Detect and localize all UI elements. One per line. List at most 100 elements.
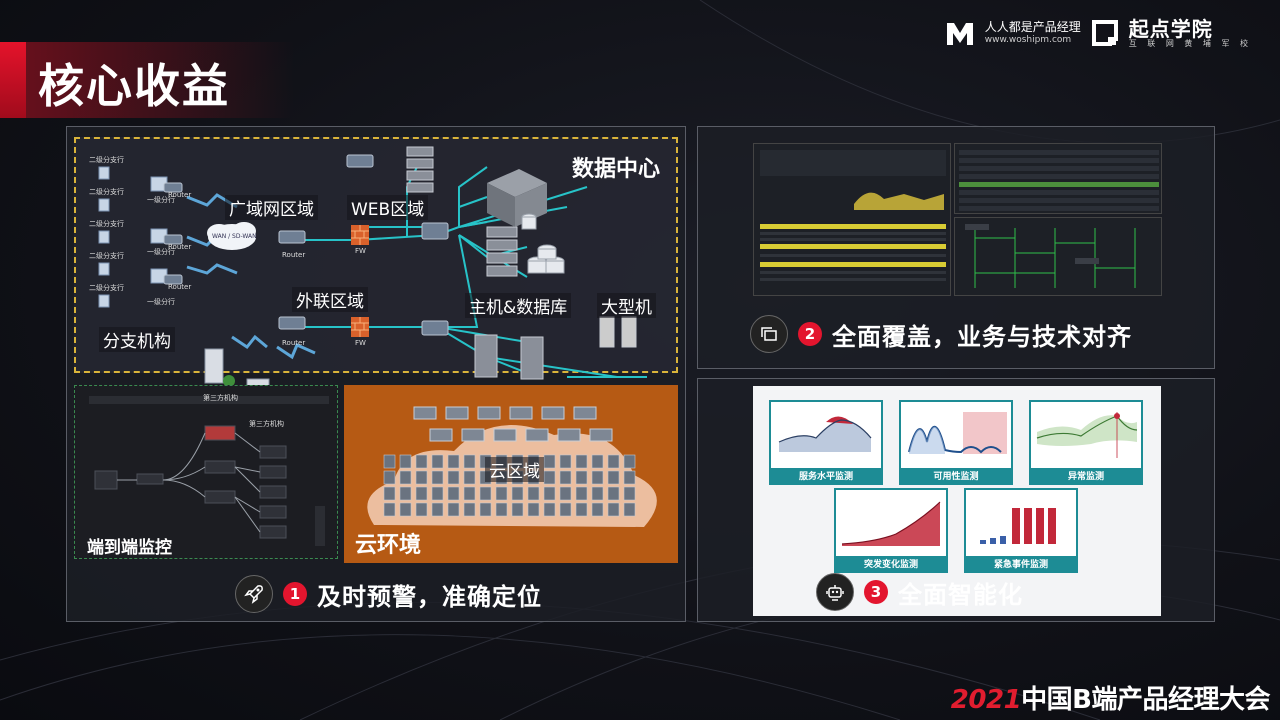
qidian-name: 起点学院: [1128, 17, 1213, 41]
branch-l1-label-3: 一级分行: [147, 298, 175, 306]
robot-icon: [816, 573, 854, 611]
chart-label-availability: 可用性监测: [899, 470, 1013, 485]
branch-l2-label-4: 二级分支行: [89, 252, 124, 260]
sudden-change-chart: [834, 488, 948, 558]
rack-server: [415, 470, 428, 485]
rack-server: [399, 454, 412, 469]
panel-topology: 数据中心 广域网区域 WEB区域 外联区域 主机&数据库 大型机 分支机构 Ro…: [66, 126, 686, 622]
rack-server: [511, 486, 524, 501]
host-db-label: 主机&数据库: [465, 293, 572, 318]
rack-server: [399, 486, 412, 501]
page-title: 核心收益: [38, 59, 230, 113]
woshipm-logo-icon: [946, 23, 973, 46]
rack-server: [495, 486, 508, 501]
rack-server: [591, 486, 604, 501]
rack-server: [575, 486, 588, 501]
rack-server: [431, 470, 444, 485]
rack-server: [495, 502, 508, 517]
rack-server: [479, 486, 492, 501]
rack-server: [591, 470, 604, 485]
caption-1-text: 及时预警，准确定位: [317, 582, 542, 611]
third-party-label: 第三方机构: [203, 394, 238, 402]
rack-server: [559, 502, 572, 517]
mainframe-label: 大型机: [597, 293, 656, 318]
rack-server: [607, 470, 620, 485]
branch-l1-label-1: 一级分行: [147, 196, 175, 204]
rack-server: [623, 502, 636, 517]
database-icon: [521, 213, 565, 274]
rack-server: [383, 502, 396, 517]
rack-server: [575, 470, 588, 485]
third-party-label-2: 第三方机构: [249, 420, 284, 428]
rack-server: [623, 470, 636, 485]
availability-chart-graphic: [908, 412, 1007, 454]
rack-server: [575, 502, 588, 517]
router-label-4: Router: [168, 243, 192, 251]
emergency-event-chart-graphic: [980, 508, 1056, 544]
rack-server: [383, 454, 396, 469]
rack-server: [431, 502, 444, 517]
router-label: Router: [282, 251, 306, 259]
rack-server: [527, 486, 540, 501]
rack-server: [399, 502, 412, 517]
rack-server: [623, 454, 636, 469]
dashboard-table-graphic: [959, 150, 1159, 211]
rack-server: [431, 454, 444, 469]
title-accent-bar: [0, 42, 26, 118]
sudden-change-chart-graphic: [841, 501, 941, 546]
rack-server: [447, 502, 460, 517]
availability-chart: [899, 400, 1013, 470]
caption-2-text: 全面覆盖，业务与技术对齐: [832, 322, 1132, 351]
server-cabinet-icon: [487, 169, 547, 227]
rack-server: [447, 486, 460, 501]
dashboard-topology-graphic: [965, 224, 1136, 288]
caption-3-text: 全面智能化: [898, 580, 1023, 609]
rack-server: [431, 486, 444, 501]
window-icon: [750, 315, 788, 353]
woshipm-url: www.woshipm.com: [984, 35, 1072, 46]
qidian-subtitle: 互 联 网 黄 埔 军 校: [1128, 39, 1252, 48]
rack-server: [543, 454, 556, 469]
extranet-zone-label: 外联区域: [292, 287, 368, 312]
qidian-text: 起点学院 互 联 网 黄 埔 军 校: [1129, 18, 1252, 49]
wan-zone-label: 广域网区域: [225, 195, 318, 220]
rack-server: [607, 486, 620, 501]
e2e-monitor-zone: [74, 385, 338, 559]
cloud-env-label: 云环境: [355, 533, 422, 558]
service-level-chart-graphic: [778, 416, 872, 452]
chart-label-emergency: 紧急事件监测: [964, 558, 1078, 573]
anomaly-chart-graphic: [1036, 412, 1138, 458]
branch-l2-label-5: 二级分支行: [89, 284, 124, 292]
chart-label-sudden-change: 突发变化监测: [834, 558, 948, 573]
footer-text: 中国B端产品经理大会: [1021, 685, 1270, 715]
rack-server: [527, 502, 540, 517]
rack-server: [511, 502, 524, 517]
dashboard-left: [753, 143, 951, 296]
footer-year: 2021: [950, 685, 1022, 715]
rack-server: [463, 486, 476, 501]
data-center-label: 数据中心: [572, 157, 661, 182]
woshipm-text: 人人都是产品经理 www.woshipm.com: [984, 21, 1081, 46]
rack-server: [559, 454, 572, 469]
rack-server: [479, 502, 492, 517]
cloud-diagram: [367, 406, 657, 527]
service-level-chart: [769, 400, 883, 470]
rack-server: [447, 454, 460, 469]
dashboard-left-graphic: [760, 150, 946, 281]
rack-server: [463, 502, 476, 517]
rack-server: [543, 502, 556, 517]
rack-server: [591, 502, 604, 517]
router-label-2: Router: [282, 339, 306, 347]
conference-footer: 2021中国B端产品经理大会: [950, 679, 1271, 716]
rack-server: [415, 454, 428, 469]
web-zone-label: WEB区域: [347, 195, 429, 220]
rack-server: [575, 454, 588, 469]
e2e-label: 端到端监控: [87, 538, 172, 558]
chart-label-service-level: 服务水平监测: [769, 470, 883, 485]
panel-coverage: 2 全面覆盖，业务与技术对齐: [697, 126, 1215, 369]
rack-server: [607, 502, 620, 517]
caption-2: 2 全面覆盖，业务与技术对齐: [750, 315, 1132, 353]
dashboard-table: [954, 143, 1162, 214]
chart-label-anomaly: 异常监测: [1029, 470, 1143, 485]
rack-server: [559, 486, 572, 501]
